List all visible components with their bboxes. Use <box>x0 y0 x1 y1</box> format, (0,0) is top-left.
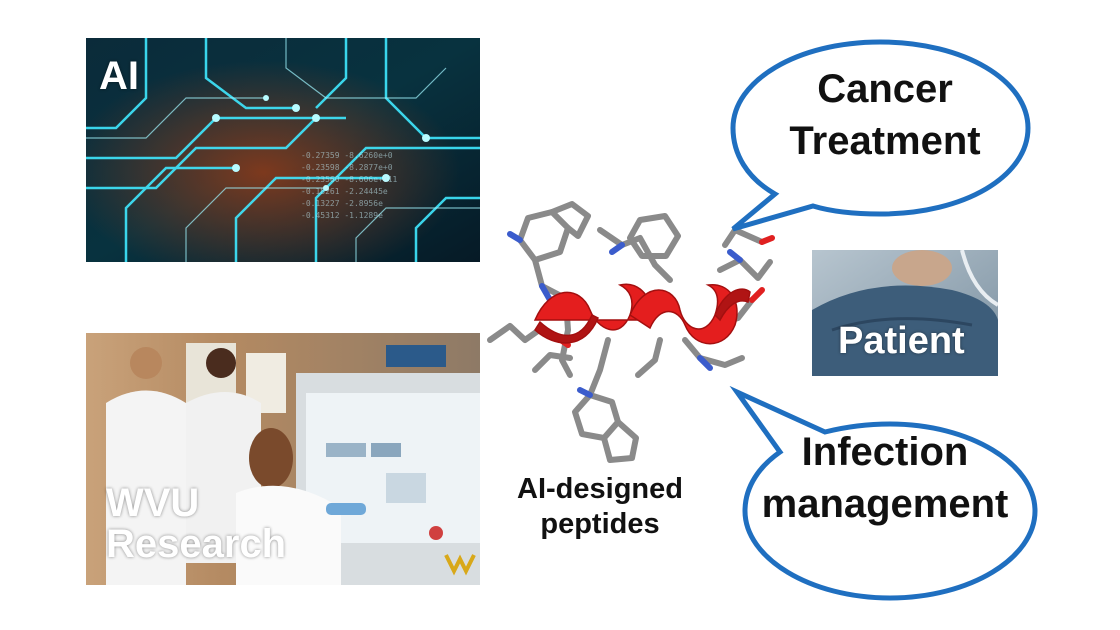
cancer-line1: Cancer <box>817 67 953 111</box>
svg-text:-0.13227 -2.8956e: -0.13227 -2.8956e <box>301 199 383 208</box>
wvu-label-line1: WVU <box>106 481 200 525</box>
peptide-caption: AI-designed peptides <box>490 472 710 542</box>
wvu-logo-icon <box>444 554 476 576</box>
infection-line2: management <box>761 482 1009 526</box>
svg-text:-0.23598 -8.2877e+0: -0.23598 -8.2877e+0 <box>301 163 393 172</box>
lab-photo-image <box>86 333 480 585</box>
cancer-treatment-bubble: Cancer Treatment <box>725 36 1035 236</box>
patient-photo-image <box>812 250 998 376</box>
wvu-research-image-panel: WVU Research <box>86 333 480 585</box>
peptide-caption-line2: peptides <box>540 507 660 540</box>
wvu-research-label: WVU Research <box>106 483 286 565</box>
patient-label: Patient <box>838 320 965 362</box>
cancer-treatment-text: Cancer Treatment <box>755 63 1015 167</box>
ai-label: AI <box>99 54 139 98</box>
svg-text:-0.23560 -8.606e+011: -0.23560 -8.606e+011 <box>301 175 398 184</box>
svg-text:-0.27359 -8.6260e+0: -0.27359 -8.6260e+0 <box>301 151 393 160</box>
svg-text:-0.45312 -1.1289e: -0.45312 -1.1289e <box>301 211 383 220</box>
speech-bubble-icon <box>729 385 1038 601</box>
speech-bubble-icon <box>730 39 1031 232</box>
circuit-board-image: -0.27359 -8.6260e+0 -0.23598 -8.2877e+0 … <box>86 38 480 262</box>
svg-text:-0.18261 -2.24445e: -0.18261 -2.24445e <box>301 187 388 196</box>
patient-image-panel: Patient <box>812 250 998 376</box>
infection-management-bubble: Infection management <box>725 385 1045 606</box>
peptide-helix-structure <box>487 201 775 463</box>
cancer-line2: Treatment <box>789 119 981 163</box>
infection-management-text: Infection management <box>745 426 1025 530</box>
ai-image-panel: -0.27359 -8.6260e+0 -0.23598 -8.2877e+0 … <box>86 38 480 262</box>
infection-line1: Infection <box>801 430 969 474</box>
wvu-label-line2: Research <box>106 521 287 566</box>
peptide-caption-line1: AI-designed <box>517 473 683 505</box>
